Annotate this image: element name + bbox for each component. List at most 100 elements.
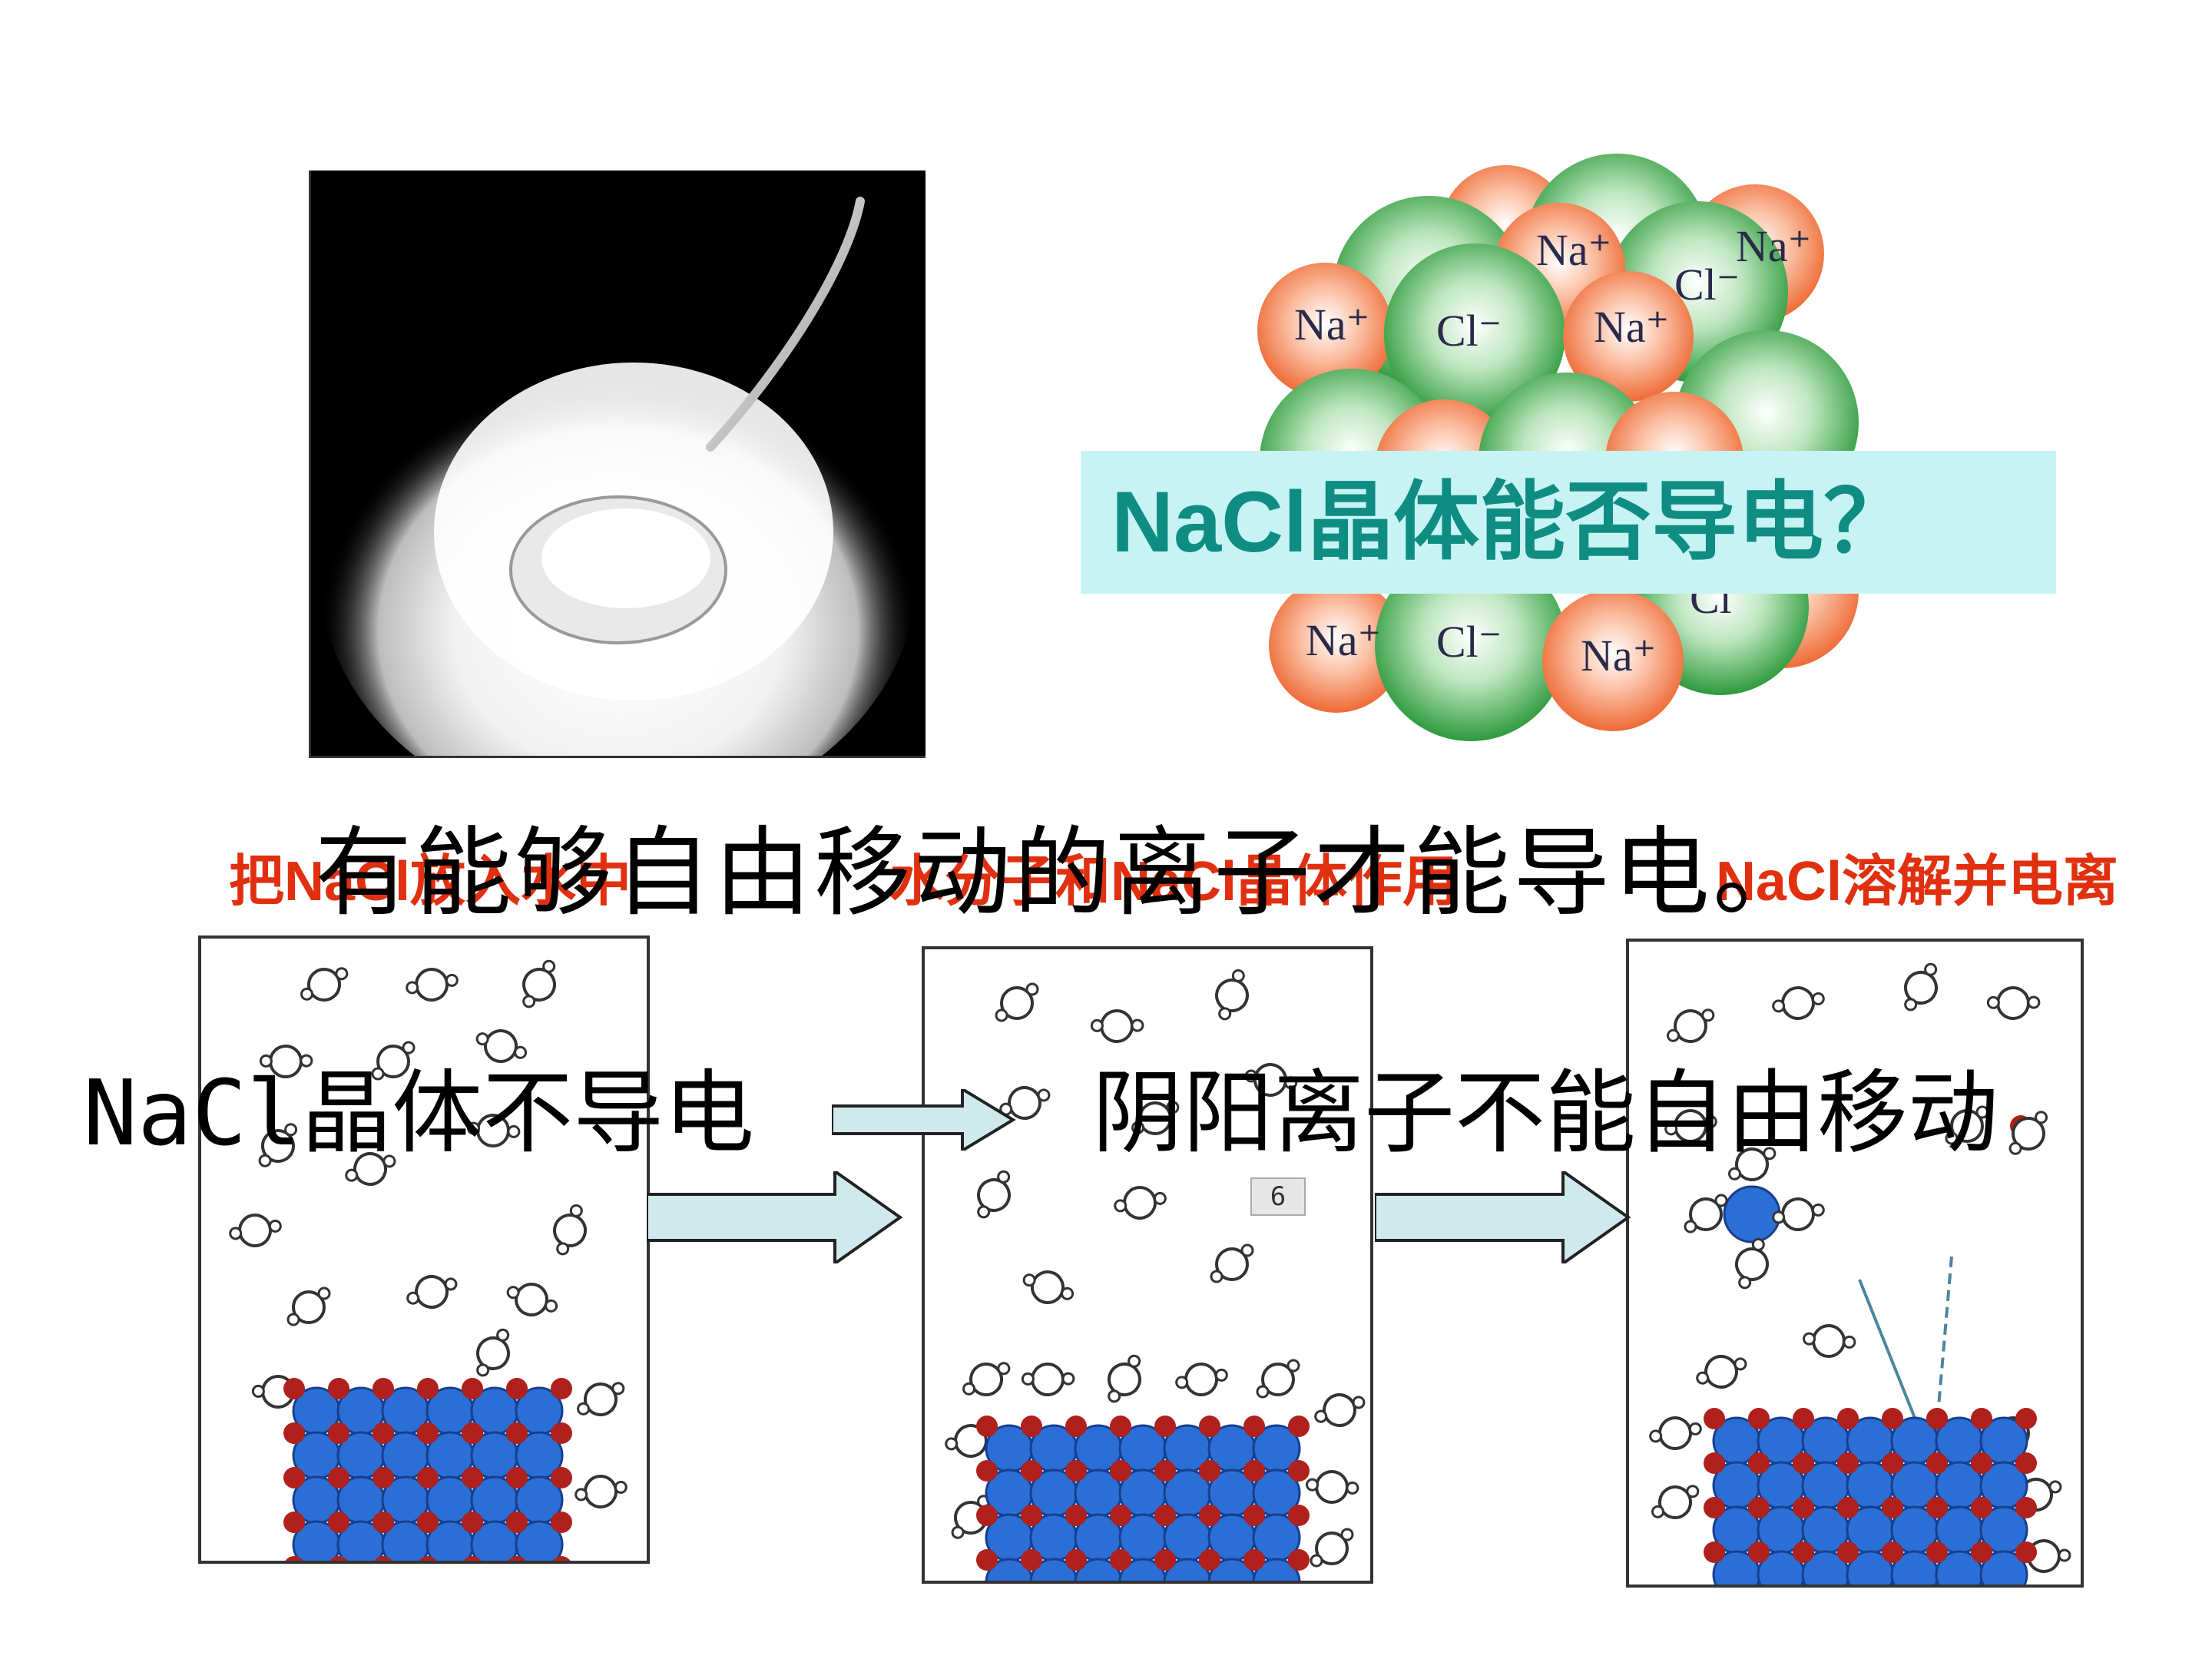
- sodium-ion: [976, 1460, 998, 1482]
- sodium-ion: [1793, 1408, 1814, 1429]
- sodium-ion: [1882, 1408, 1903, 1429]
- arrow-right-icon: [647, 1171, 903, 1263]
- water-molecule: [406, 1275, 458, 1309]
- chloride-ion: [1029, 1558, 1078, 1581]
- sodium-ion: [417, 1512, 439, 1533]
- sodium-ion: [1021, 1505, 1042, 1526]
- water-molecule: [1986, 986, 2041, 1020]
- sodium-ion: [1704, 1541, 1725, 1563]
- sodium-ion: [1243, 1416, 1265, 1437]
- water-molecule: [1310, 1528, 1354, 1568]
- sodium-ion: [508, 1556, 526, 1561]
- sodium-ion: [417, 1378, 439, 1399]
- sodium-ion: [283, 1512, 305, 1533]
- water-molecule: [1735, 1237, 1769, 1290]
- question-text: NaCl晶体能否导电？: [1111, 474, 1910, 570]
- water-molecule: [1664, 1109, 1717, 1143]
- water-molecule: [476, 1328, 510, 1377]
- chloride-ion: [1118, 1558, 1167, 1581]
- beaker-dry-crystal: [198, 935, 650, 1564]
- water-molecule: [258, 1123, 298, 1167]
- sodium-ion: [1882, 1497, 1903, 1518]
- ion-label-na: Na⁺: [1536, 225, 1611, 275]
- sodium-ion: [417, 1422, 439, 1444]
- water-molecule: [1945, 1105, 1989, 1145]
- ion-label-cl: Cl⁻: [1436, 306, 1502, 356]
- water-molecule: [1684, 1194, 1728, 1233]
- sodium-ion: [1748, 1541, 1770, 1563]
- ion-label-na: Na⁺: [1581, 631, 1656, 680]
- sodium-ion: [1704, 1408, 1725, 1429]
- sodium-ion: [2015, 1452, 2037, 1474]
- sodium-ion: [1704, 1497, 1725, 1518]
- sodium-ion: [1926, 1408, 1948, 1429]
- sodium-ion: [1199, 1549, 1220, 1571]
- sodium-ion: [1154, 1460, 1176, 1482]
- sodium-ion: [328, 1467, 349, 1488]
- sodium-ion: [1971, 1586, 1992, 1588]
- water-molecule: [1803, 1324, 1856, 1358]
- sodium-ion: [374, 1556, 392, 1561]
- sodium-ion: [373, 1422, 394, 1444]
- sodium-ion: [462, 1512, 483, 1533]
- sodium-ion: [1837, 1586, 1859, 1588]
- red-caption: 把NaCl放入水中 水分子和NaCl晶体作用 NaCl溶解并电离: [229, 837, 2118, 914]
- sodium-ion: [1288, 1460, 1310, 1482]
- water-molecule: [1022, 1270, 1075, 1304]
- sodium-ion: [373, 1467, 394, 1488]
- water-molecule: [300, 967, 349, 1002]
- water-molecule: [962, 1362, 1011, 1396]
- sodium-ion: [551, 1422, 572, 1444]
- sodium-ion: [462, 1422, 483, 1444]
- sodium-ion: [1704, 1452, 1725, 1474]
- sodium-ion: [506, 1512, 528, 1533]
- water-molecule: [1728, 1147, 1777, 1181]
- water-molecule: [286, 1286, 331, 1326]
- water-molecule: [1314, 1393, 1366, 1427]
- chloride-ion: [985, 1558, 1034, 1581]
- sodium-ion: [1704, 1586, 1725, 1588]
- sodium-ion: [1837, 1541, 1859, 1563]
- water-molecule: [1108, 1354, 1141, 1403]
- salt-spoon-image: [319, 197, 918, 756]
- sodium-ion: [1926, 1452, 1948, 1474]
- water-molecule: [1210, 1243, 1254, 1283]
- sodium-ion: [1110, 1549, 1131, 1571]
- question-banner: NaCl晶体能否导电？: [1081, 451, 2056, 594]
- red-caption-step2: 水分子和NaCl晶体作用: [889, 850, 1459, 912]
- sodium-ion: [1110, 1460, 1131, 1482]
- sodium-ion: [1199, 1416, 1220, 1437]
- sodium-ion: [1971, 1497, 1992, 1518]
- water-molecule: [575, 1475, 628, 1508]
- sodium-ion: [1926, 1586, 1948, 1588]
- sodium-ion: [1971, 1452, 1992, 1474]
- water-molecule: [977, 1170, 1011, 1219]
- sodium-ion: [373, 1512, 394, 1533]
- sodium-ion: [1882, 1586, 1903, 1588]
- water-molecule: [345, 1152, 396, 1186]
- water-molecule: [995, 982, 1039, 1022]
- water-molecule: [577, 1382, 625, 1416]
- chloride-ion: [1979, 1550, 2028, 1584]
- sodium-ion: [1837, 1497, 1859, 1518]
- water-molecule: [371, 1041, 416, 1081]
- water-molecule: [1306, 1470, 1359, 1504]
- sodium-ion: [328, 1512, 349, 1533]
- sodium-ion: [1793, 1497, 1814, 1518]
- water-molecule: [1215, 969, 1249, 1021]
- salt-photo: [309, 171, 926, 758]
- sodium-ion: [506, 1422, 528, 1444]
- sodium-ion: [2015, 1586, 2037, 1588]
- sodium-ion: [373, 1378, 394, 1399]
- water-molecule: [259, 1045, 313, 1078]
- sodium-ion: [328, 1422, 349, 1444]
- arrow-right-icon: [1375, 1171, 1631, 1263]
- sodium-ion: [1110, 1416, 1131, 1437]
- sodium-ion: [1154, 1416, 1176, 1437]
- sodium-ion: [1971, 1541, 1992, 1563]
- red-caption-step1: 把NaCl放入水中: [229, 850, 632, 912]
- water-molecule: [1175, 1363, 1228, 1396]
- chloride-ion: [1252, 1558, 1301, 1581]
- sodium-ion: [1021, 1549, 1042, 1571]
- red-caption-step3: NaCl溶解并电离: [1715, 850, 2118, 912]
